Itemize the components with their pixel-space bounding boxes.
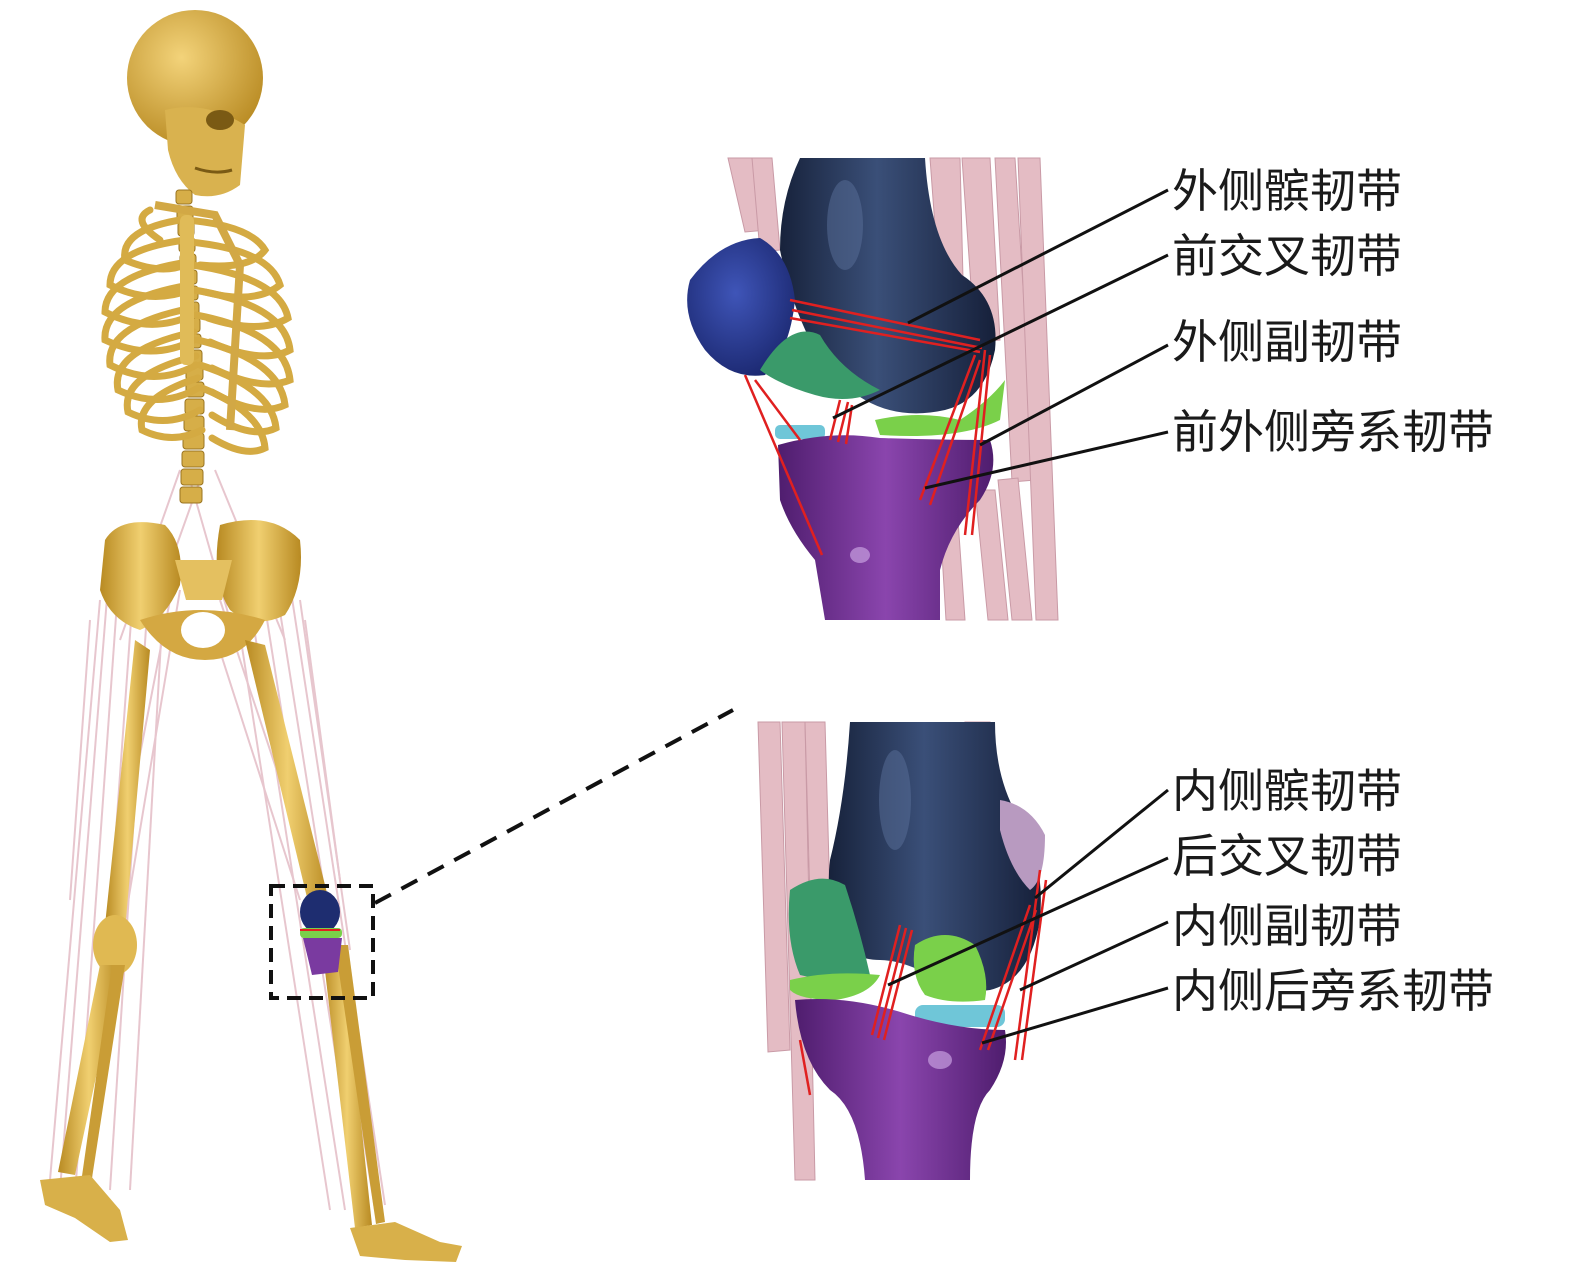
lateral-tibial-plateau <box>775 425 825 439</box>
lateral-ligaments <box>743 298 992 556</box>
label-medial-collateral-ligament: 内侧副韧带 <box>1172 899 1402 953</box>
label-posterior-cruciate-ligament: 后交叉韧带 <box>1172 829 1402 883</box>
skull <box>127 10 263 197</box>
medial-knee-view <box>757 721 1048 1181</box>
left-leg-bones <box>40 640 150 1242</box>
sternum <box>180 215 194 365</box>
lateral-muscles <box>727 157 1059 621</box>
medial-patella <box>1000 800 1045 890</box>
lateral-patella <box>687 238 795 376</box>
lateral-meniscus <box>875 380 1005 436</box>
label-anterolateral-ligament: 前外侧旁系韧带 <box>1172 405 1494 459</box>
medial-tibia <box>795 999 1006 1180</box>
skeleton <box>40 10 462 1262</box>
pelvis <box>100 520 301 660</box>
label-posteromedial-ligament: 内侧后旁系韧带 <box>1172 964 1494 1018</box>
label-lateral-collateral-ligament: 外侧副韧带 <box>1172 315 1402 369</box>
top-labels: 外侧髌韧带 前交叉韧带 外侧副韧带 前外侧旁系韧带 <box>1172 164 1494 459</box>
medial-condyle-cartilage <box>913 935 987 1002</box>
leader-lines-bottom <box>887 788 1169 1045</box>
lateral-cartilage <box>760 331 880 399</box>
mini-knee <box>300 890 342 975</box>
bottom-labels: 内侧髌韧带 后交叉韧带 内侧副韧带 内侧后旁系韧带 <box>1172 764 1494 1018</box>
lateral-tibia <box>778 435 994 620</box>
leader-lines-top <box>832 188 1169 490</box>
zoom-box <box>269 884 375 1000</box>
medial-tibial-plateau <box>915 1005 1005 1027</box>
right-leg-bones <box>245 640 462 1262</box>
label-medial-patellofemoral-ligament: 内侧髌韧带 <box>1172 764 1402 818</box>
medial-meniscus <box>790 973 880 1000</box>
medial-cartilage <box>788 878 870 980</box>
zoom-connector <box>374 708 734 905</box>
label-anterior-cruciate-ligament: 前交叉韧带 <box>1172 229 1402 283</box>
upper-arm <box>154 201 245 431</box>
lateral-knee-view <box>687 157 1059 621</box>
label-lateral-patellofemoral-ligament: 外侧髌韧带 <box>1172 164 1402 218</box>
